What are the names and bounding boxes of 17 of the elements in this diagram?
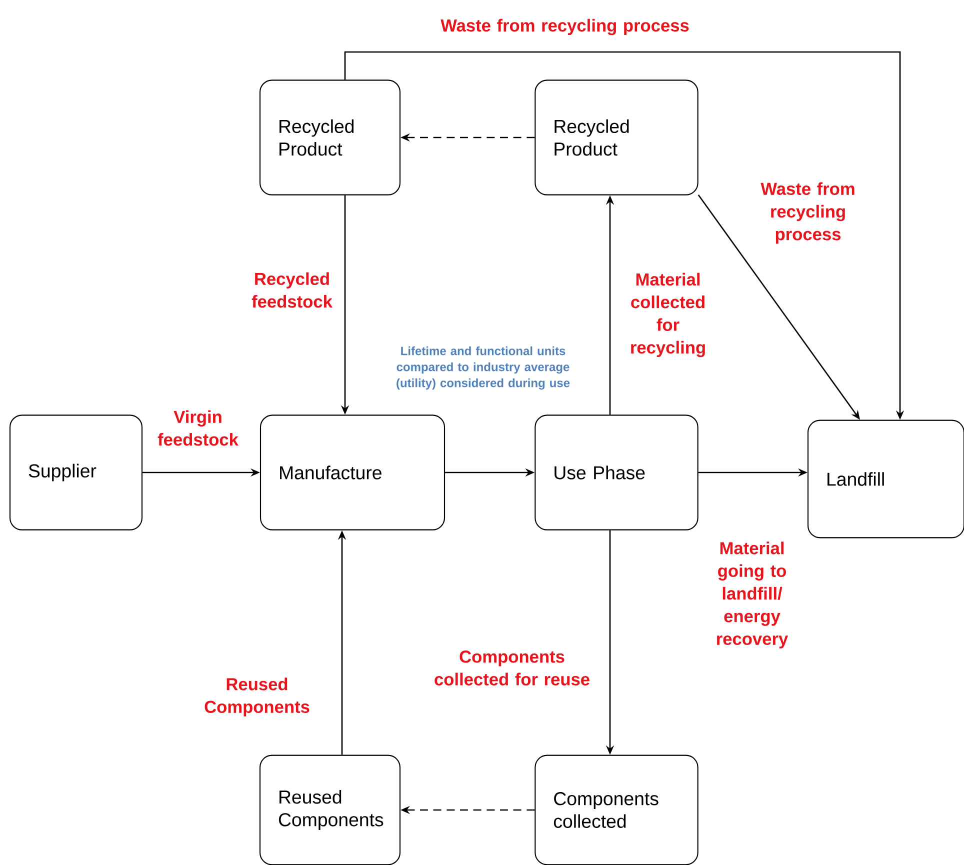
edge-label: Waste from recycling process [440, 18, 689, 36]
process-box: Landfill [807, 420, 964, 538]
note: Lifetime and functional units compared to industry average (utility) considered during use [396, 346, 570, 390]
edge-label: Material collected for recycling [631, 272, 705, 358]
process-box: Components collected [534, 754, 698, 865]
process-box: Reused Components [259, 754, 401, 865]
edge-label: Components collected for reuse [434, 650, 590, 686]
edge-label: Reused Components [204, 678, 310, 716]
process-box: Use Phase [534, 414, 698, 530]
edge-label: Waste from recycling process [760, 182, 854, 244]
process-box: Manufacture [260, 414, 446, 530]
edge-label: Virgin feedstock [158, 410, 238, 446]
process-box: Recycled Product [534, 80, 698, 196]
process-box: Recycled Product [259, 80, 401, 196]
process-box: Supplier [9, 414, 143, 530]
edge-label: Material going to landfill/ energy recovery [717, 542, 788, 648]
edge-label: Recycled feedstock [252, 272, 332, 308]
